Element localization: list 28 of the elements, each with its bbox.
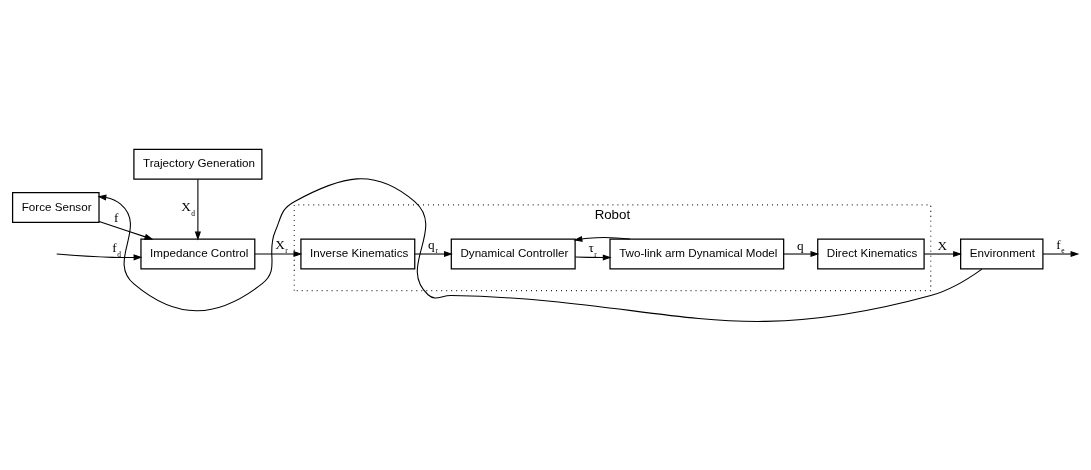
node-box: Inverse Kinematics [300, 237, 416, 270]
arrow [56, 253, 143, 261]
edge-label: X$_{d}$ [181, 198, 195, 218]
node-box: Direct Kinematics [817, 237, 925, 270]
edge-label: f$_{d}$ [112, 239, 122, 259]
edge-label: f [113, 209, 119, 225]
arrow [414, 250, 453, 257]
node-box: Force Sensor [11, 191, 100, 223]
edge-label: τ$_{r}$ [588, 239, 597, 259]
arrow [574, 253, 612, 261]
edge-label: q [796, 237, 804, 253]
arrow [783, 250, 820, 257]
node-box: Environment [960, 237, 1044, 270]
node-box: Trajectory Generation [133, 148, 263, 180]
node-box: Impedance Control [140, 237, 256, 270]
arrow [194, 178, 201, 240]
node-box: Dynamical Controller [450, 237, 576, 270]
arrow [254, 250, 303, 257]
arrow [1042, 250, 1080, 257]
edge-label: X [937, 237, 947, 253]
arrow [98, 220, 154, 240]
arrow [923, 250, 962, 257]
edge-label: f$_{e}$ [1056, 236, 1065, 255]
edge-label: q$_{r}$ [428, 236, 439, 255]
arrow [573, 235, 631, 242]
node-box: Two-link arm Dynamical Model [609, 237, 785, 270]
edge-label: X$_{r}$ [275, 236, 288, 255]
arrow [97, 177, 983, 322]
